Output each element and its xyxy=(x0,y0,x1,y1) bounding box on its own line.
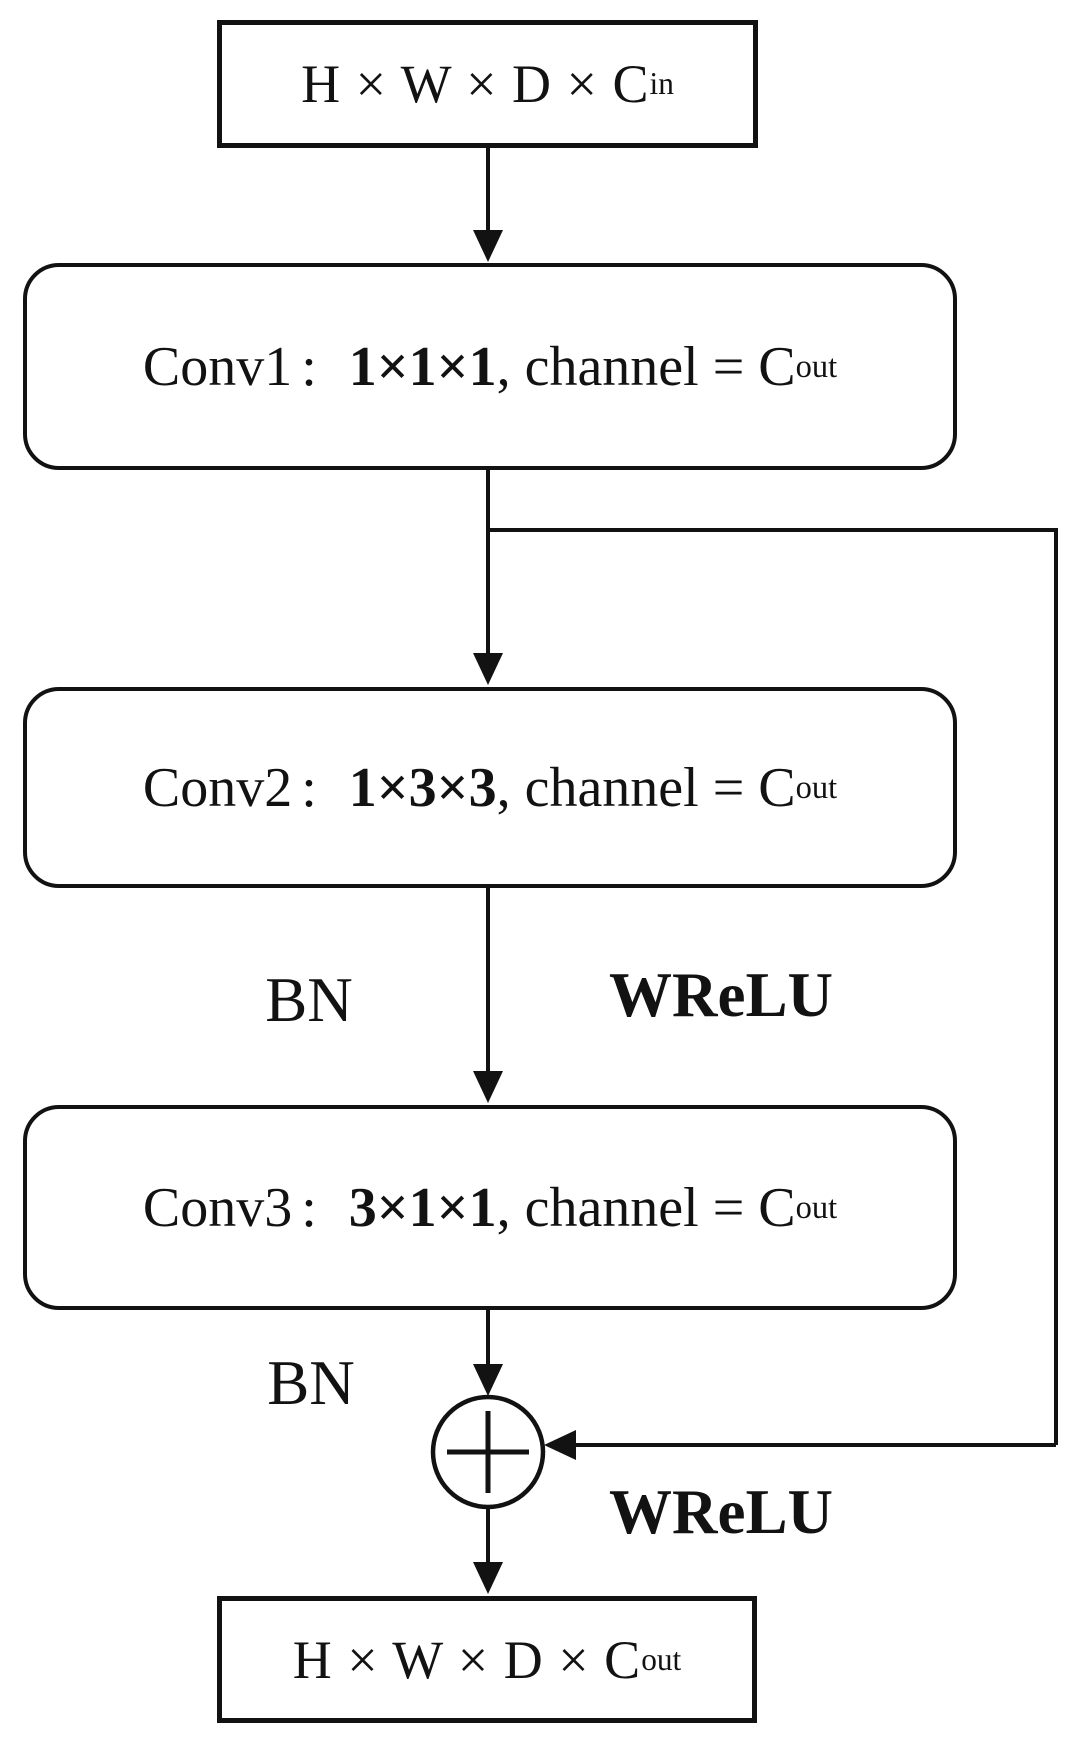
arrowhead-into-conv1 xyxy=(473,230,503,262)
bn-label-mid: BN xyxy=(265,965,353,1035)
conv1-kernel-size: 1×1×1 xyxy=(348,335,497,398)
arrowhead-into-conv2 xyxy=(473,653,503,685)
arrowhead-into-add-top xyxy=(473,1364,503,1396)
conv1-colon: : xyxy=(301,335,317,398)
arrowhead-into-output xyxy=(473,1562,503,1594)
conv2-colon: : xyxy=(301,756,317,819)
wrelu-label-bottom: WReLU xyxy=(609,1477,833,1547)
conv2-name: Conv2 xyxy=(142,756,293,819)
conv3-name: Conv3 xyxy=(142,1176,293,1239)
conv3-kernel-size: 3×1×1 xyxy=(348,1176,497,1239)
bn-label-bottom: BN xyxy=(267,1348,355,1418)
add-plus-glyph xyxy=(447,1411,529,1493)
conv3-colon: : xyxy=(301,1176,317,1239)
conv1-channel-text: , channel = C xyxy=(496,335,796,398)
conv1-name: Conv1 xyxy=(142,335,293,398)
input-dims-text: H × W × D × C xyxy=(301,54,650,114)
arrowhead-into-conv3 xyxy=(473,1071,503,1103)
add-icon xyxy=(430,1394,546,1510)
conv2-kernel-size: 1×3×3 xyxy=(348,756,497,819)
conv3-channel-text: , channel = C xyxy=(496,1176,796,1239)
wrelu-label-mid: WReLU xyxy=(609,960,833,1030)
conv2-channel-text: , channel = C xyxy=(496,756,796,819)
output-dims-text: H × W × D × C xyxy=(292,1629,642,1690)
arrowhead-into-add-right xyxy=(544,1430,576,1460)
